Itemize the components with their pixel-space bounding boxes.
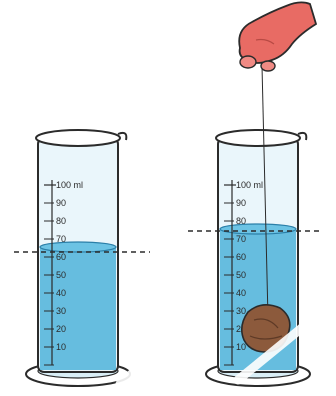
right-tick-70: 70 — [236, 234, 246, 244]
left-tick-60: 60 — [56, 252, 66, 262]
right-tick-80: 80 — [236, 216, 246, 226]
left-measuring-cylinder: 100 ml 90 80 70 60 50 40 30 20 10 — [14, 130, 150, 386]
right-tick-50: 50 — [236, 270, 246, 280]
left-tick-30: 30 — [56, 306, 66, 316]
left-tick-70: 70 — [56, 234, 66, 244]
right-tick-10: 10 — [236, 342, 246, 352]
left-tick-10: 10 — [56, 342, 66, 352]
right-tick-60: 60 — [236, 252, 246, 262]
left-tick-80: 80 — [56, 216, 66, 226]
left-tick-20: 20 — [56, 324, 66, 334]
right-scale-top-label: 100 ml — [236, 180, 263, 190]
right-tick-30: 30 — [236, 306, 246, 316]
left-scale-top-label: 100 ml — [56, 180, 83, 190]
right-tick-40: 40 — [236, 288, 246, 298]
right-tick-90: 90 — [236, 198, 246, 208]
left-tick-40: 40 — [56, 288, 66, 298]
left-tick-50: 50 — [56, 270, 66, 280]
right-cylinder-rim — [216, 130, 300, 146]
hand-icon — [239, 2, 316, 71]
left-tick-90: 90 — [56, 198, 66, 208]
left-cylinder-rim — [36, 130, 120, 146]
right-measuring-cylinder: 100 ml 90 80 70 60 50 40 30 20 10 — [188, 66, 322, 386]
